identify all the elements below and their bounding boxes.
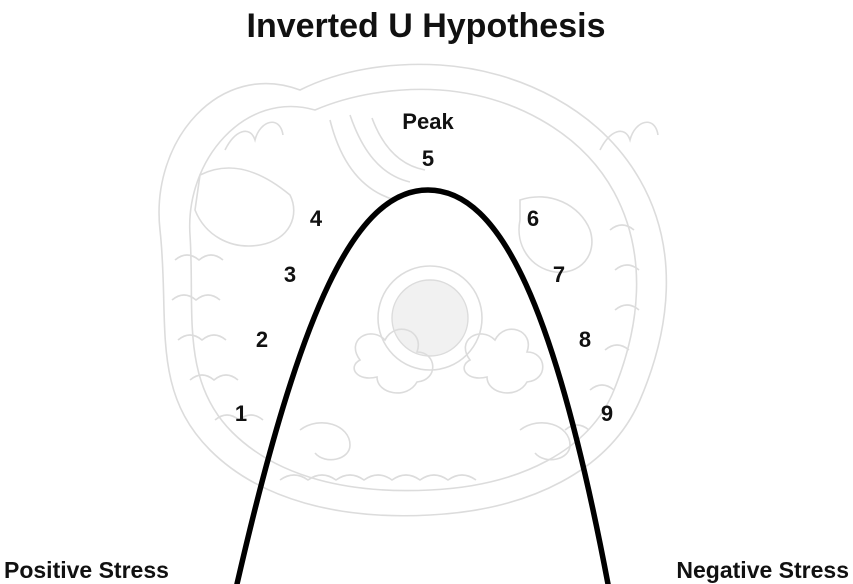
point-label-8: 8 [579, 327, 591, 352]
positive-stress-label: Positive Stress [4, 557, 169, 583]
peak-label: Peak [402, 109, 454, 134]
point-label-1: 1 [235, 401, 247, 426]
point-label-5: 5 [422, 146, 434, 171]
inverted-u-curve [234, 187, 611, 584]
dragon-watermark-icon [158, 63, 668, 517]
point-label-7: 7 [553, 262, 565, 287]
point-label-6: 6 [527, 206, 539, 231]
point-label-2: 2 [256, 327, 268, 352]
point-label-9: 9 [601, 401, 613, 426]
point-label-4: 4 [310, 206, 323, 231]
diagram-title: Inverted U Hypothesis [247, 7, 606, 45]
negative-stress-label: Negative Stress [676, 557, 849, 583]
point-label-3: 3 [284, 262, 296, 287]
